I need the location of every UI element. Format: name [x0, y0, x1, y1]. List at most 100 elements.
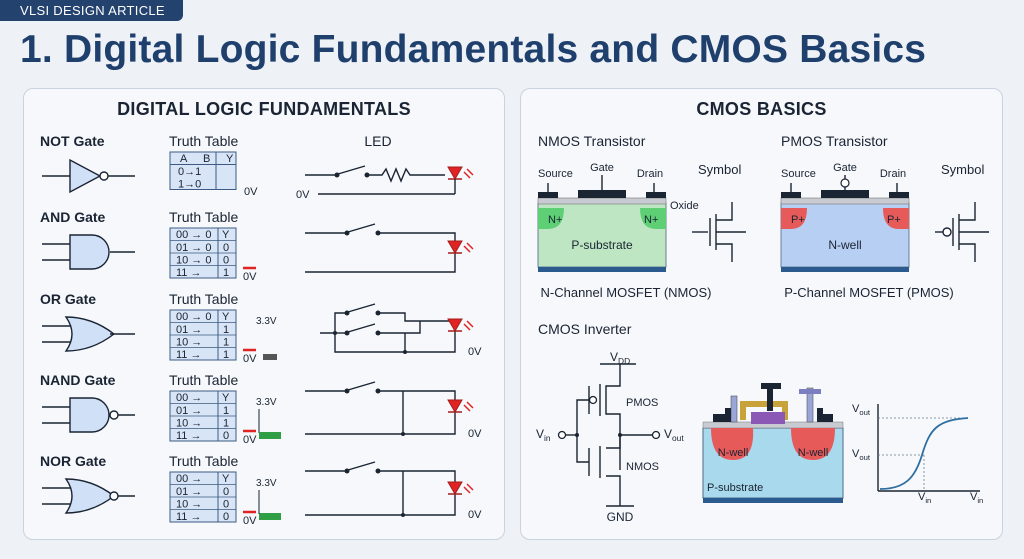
gate-label: Gate [590, 162, 614, 174]
zero-volt-label: 0V [243, 515, 257, 527]
tt-header: 00 → [176, 473, 202, 485]
oxide-label: Oxide [670, 200, 699, 212]
led-icon [447, 240, 474, 254]
switch-lever [337, 165, 366, 175]
tt-header: Y [222, 229, 230, 241]
led-icon [447, 318, 474, 332]
tt-header: Y [222, 392, 230, 404]
metal-via [806, 387, 814, 423]
drain-contact [646, 192, 666, 198]
oxide-layer [537, 197, 667, 205]
psub-label: P-substrate [707, 482, 763, 494]
not-gate-body [69, 158, 102, 194]
wire [305, 412, 456, 435]
gnd-label: GND [607, 510, 634, 524]
diffusion-label: N+ [644, 214, 658, 226]
truth-table-label: Truth Table [169, 133, 238, 149]
cmos-inverter-title: CMOS Inverter [538, 321, 632, 337]
tt-cell: 1 [223, 405, 229, 417]
metal-post [817, 408, 823, 422]
digital-logic-heading: DIGITAL LOGIC FUNDAMENTALS [117, 99, 411, 119]
truth-table-label: Truth Table [169, 291, 238, 307]
indicator-bar [263, 354, 277, 360]
inversion-bubble [109, 491, 119, 501]
switch-lever [347, 323, 376, 333]
gate-bubble [840, 178, 850, 188]
zero-volt-label: 0V [468, 346, 482, 358]
tt-cell: 11 → [176, 511, 201, 523]
led-icon [447, 481, 474, 495]
pmos-caption: P-Channel MOSFET (PMOS) [784, 285, 954, 300]
tt-cell: 11 → [176, 430, 201, 442]
junction [333, 331, 337, 335]
wire [378, 321, 421, 334]
inversion-bubble [99, 171, 109, 181]
substrate-base [781, 267, 909, 272]
source-contact [538, 192, 558, 198]
oxide-layer [780, 197, 910, 205]
wire [305, 494, 456, 516]
metal-post [725, 408, 731, 422]
zero-volt-label: 0V [243, 434, 257, 446]
cross-section-base [703, 498, 843, 503]
tt-cell: 1 [223, 349, 229, 361]
pmos-bubble [588, 395, 598, 405]
zero-volt-label: 0V [244, 186, 258, 198]
tt-header: A [180, 153, 188, 165]
tt-cell: 0 [223, 486, 229, 498]
wire [378, 312, 456, 322]
v33-label: 3.3V [256, 316, 277, 327]
tt-cell: 0→1 [178, 166, 201, 178]
green-indicator [259, 513, 281, 520]
junction [618, 433, 622, 437]
vin-label: Vin [536, 427, 551, 443]
diffusion-left [781, 208, 807, 229]
symbol-drain [716, 202, 733, 221]
nwell-left [711, 428, 754, 460]
gate-name: NOT Gate [40, 133, 105, 149]
substrate-base [538, 267, 666, 272]
drain-label: Drain [880, 168, 906, 180]
wire [378, 232, 456, 241]
gate-name: NAND Gate [40, 372, 116, 388]
green-indicator [259, 432, 281, 439]
pmos-path [605, 364, 621, 470]
source-contact [781, 192, 801, 198]
drain-contact [889, 192, 909, 198]
resistor [367, 167, 445, 183]
tt-header: 00 → [176, 392, 202, 404]
tt-cell: 0 [223, 511, 229, 523]
led-icon [447, 399, 474, 413]
tt-cell: 01 → [176, 324, 202, 336]
symbol-label: Symbol [941, 162, 984, 177]
zero-volt-label: 0V [468, 428, 482, 440]
junction [575, 433, 579, 437]
truth-table-label: Truth Table [169, 372, 238, 388]
vout-terminal [651, 430, 661, 440]
gate-tie [576, 399, 589, 463]
switch-lever [347, 461, 376, 471]
junction [401, 432, 405, 436]
contact [819, 414, 833, 422]
tt-cell: 1 [223, 324, 229, 336]
transfer-curve [879, 417, 969, 490]
gate-body [69, 234, 110, 270]
diffusion-right [640, 208, 666, 229]
metal-top [799, 389, 821, 394]
switch-lever [347, 303, 376, 313]
truth-table-label: Truth Table [169, 453, 238, 469]
tt-cell: 1→0 [178, 179, 201, 191]
contact [713, 414, 727, 422]
wire [334, 331, 456, 353]
tt-cell: 11 → [176, 267, 201, 279]
tt-cell: 11 → [176, 349, 201, 361]
symbol-bubble [942, 227, 952, 237]
symbol-drain [959, 202, 976, 221]
tt-cell: 10 → 0 [176, 255, 211, 267]
substrate-label: N-well [828, 238, 861, 252]
tt-header: B [203, 153, 210, 165]
tt-cell: 0 [223, 499, 229, 511]
tt-header: 00 → 0 [176, 229, 211, 241]
nwell-right [791, 428, 835, 460]
